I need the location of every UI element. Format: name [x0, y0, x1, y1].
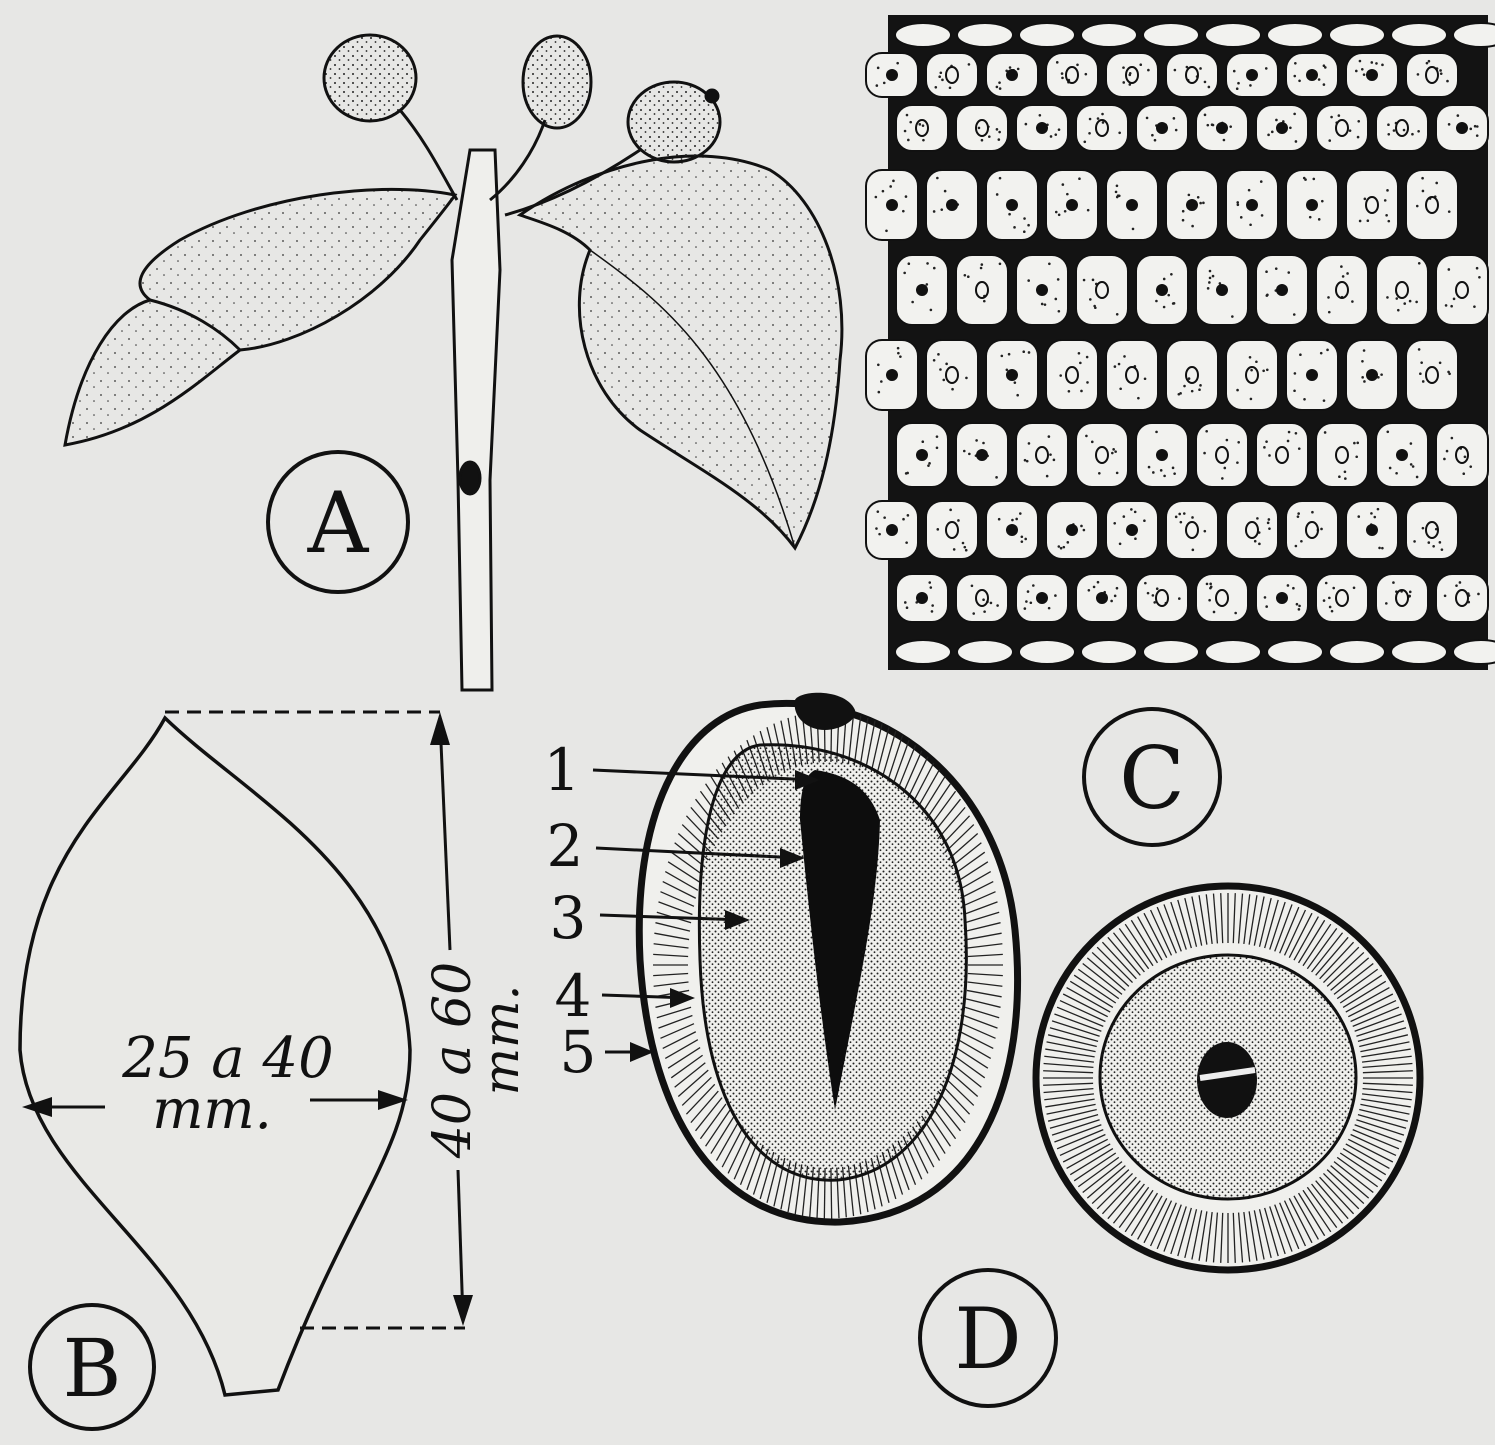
figure-d-label: D — [920, 1270, 1056, 1406]
fruit-middle — [523, 36, 591, 128]
callout-5: 5 — [560, 1018, 597, 1086]
callout-2: 2 — [547, 812, 584, 880]
figure-d-cross-section — [1036, 886, 1420, 1270]
callout-3: 3 — [550, 884, 587, 952]
figure-a-label: A — [268, 452, 408, 592]
figure-c-tissue — [866, 15, 1495, 670]
figure-c-label: C — [1084, 709, 1220, 845]
label-a: A — [307, 474, 370, 572]
label-b: B — [63, 1322, 122, 1415]
label-c: C — [1119, 729, 1185, 829]
stem-node — [460, 462, 480, 494]
width-unit: mm. — [152, 1078, 272, 1141]
figure-b-label: B — [30, 1305, 154, 1429]
right-leaf — [520, 156, 842, 548]
figure-d-longitudinal-section — [639, 693, 1017, 1222]
callout-numbers: 1 2 3 4 5 — [544, 736, 597, 1086]
figure-a-branch — [65, 35, 842, 690]
callout-1: 1 — [544, 736, 581, 804]
fruit-left — [324, 35, 416, 121]
label-d: D — [954, 1290, 1021, 1388]
stem — [452, 150, 500, 690]
left-leaf — [65, 189, 455, 445]
length-unit: mm. — [472, 985, 530, 1096]
